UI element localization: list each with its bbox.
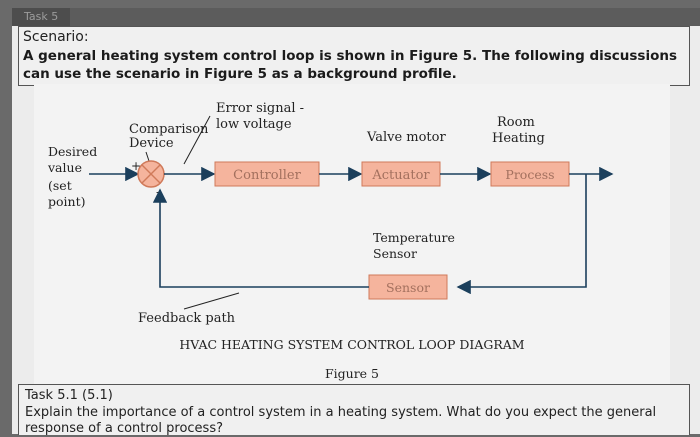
- controller-box: [214, 161, 320, 187]
- temperature-sensor-label-2: Sensor: [373, 246, 417, 261]
- feedback-right-line: [456, 174, 587, 295]
- scenario-title: Scenario:: [23, 29, 89, 45]
- task-tab: Task 5: [12, 8, 82, 26]
- diagram-caption: HVAC HEATING SYSTEM CONTROL LOOP DIAGRAM: [179, 337, 524, 352]
- scenario-text: A general heating system control loop is…: [23, 48, 677, 82]
- feedback-return-line: [152, 188, 369, 288]
- sensor-label: Sensor: [386, 280, 430, 295]
- feedback-pointer-line: [183, 292, 240, 310]
- desired-value-label-4: point): [48, 194, 85, 209]
- plus-sign: +: [131, 159, 141, 173]
- question-title: Task 5.1 (5.1): [25, 388, 113, 403]
- scenario-box: Scenario: A general heating system contr…: [18, 26, 690, 86]
- desired-value-label-3: (set: [48, 178, 72, 193]
- desired-value-label-2: value: [47, 160, 82, 175]
- sensor-box: [368, 274, 448, 300]
- desired-value-label: Desired: [48, 144, 97, 159]
- process-box: [490, 161, 570, 187]
- error-signal-label: Error signal -: [216, 101, 304, 116]
- feedback-path-label: Feedback path: [138, 311, 236, 326]
- actuator-label: Actuator: [371, 168, 430, 183]
- error-pointer-line: [183, 115, 211, 165]
- room-heating-label: Room: [497, 115, 535, 130]
- top-strip: [70, 8, 700, 26]
- valve-motor-label: Valve motor: [366, 130, 446, 145]
- error-signal-label-2: low voltage: [216, 117, 292, 132]
- process-label: Process: [505, 167, 554, 182]
- control-loop-diagram: Error signal - low voltage Comparison De…: [34, 84, 670, 384]
- actuator-box: [361, 161, 441, 187]
- controller-label: Controller: [233, 168, 301, 183]
- temperature-sensor-label: Temperature: [373, 230, 455, 245]
- comparison-label: Comparison: [129, 122, 209, 137]
- room-heating-label-2: Heating: [492, 131, 545, 146]
- question-text: Explain the importance of a control syst…: [25, 405, 657, 436]
- junction-cross-2: [141, 164, 161, 184]
- comparison-pointer-line: [145, 151, 150, 162]
- document-page: Task 5 Scenario: A general heating syste…: [12, 8, 700, 436]
- comparison-label-2: Device: [129, 136, 174, 151]
- question-box: Task 5.1 (5.1) Explain the importance of…: [18, 384, 690, 436]
- figure-label: Figure 5: [325, 366, 379, 381]
